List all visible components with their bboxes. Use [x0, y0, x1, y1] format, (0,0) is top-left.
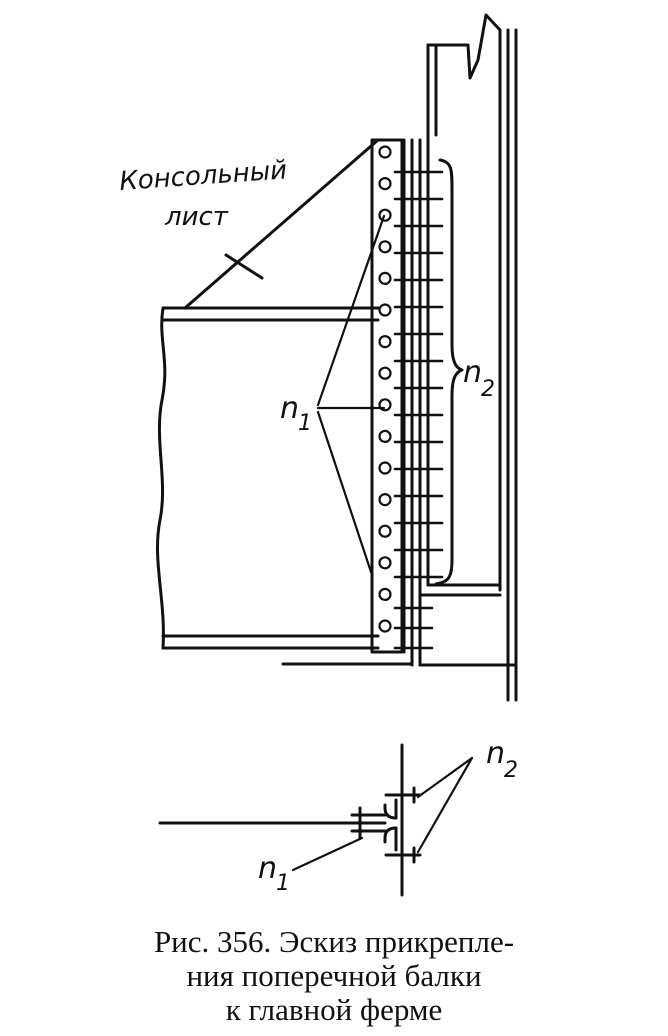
n2-label: n: [463, 355, 482, 390]
rivet-n1: [378, 208, 392, 222]
rivet-n1: [378, 240, 392, 254]
n2-label-sub: 2: [481, 377, 495, 402]
plan-view-leaders: [291, 756, 474, 872]
caption-line-1: Рис. 356. Эскиз прикрепле-: [153, 924, 515, 959]
rivet-n1: [378, 429, 392, 443]
transverse-beam: [156, 306, 414, 666]
rivets-n1: [378, 145, 392, 633]
n1-label-sub: 1: [298, 411, 312, 436]
caption-line-2: ния поперечной балки: [186, 958, 482, 993]
rivet-n1: [378, 619, 392, 633]
rivet-n1: [378, 556, 392, 570]
rivet-n1: [378, 524, 392, 538]
rivet-n1: [378, 461, 392, 475]
rivet-n1: [378, 145, 392, 159]
rivets-n2: [393, 170, 444, 650]
caption-line-3: к главной ферме: [225, 992, 443, 1027]
n2-brace: [434, 158, 464, 586]
plan-n2-label: n: [486, 736, 505, 771]
plan-n2-label-sub: 2: [504, 758, 518, 783]
n1-label: n: [280, 391, 299, 426]
rivet-n1: [378, 587, 392, 602]
rivet-n1: [378, 271, 392, 285]
plan-n1-label-sub: 1: [276, 871, 290, 896]
console-plate-label-line1: Консольный: [118, 155, 288, 197]
console-plate: [183, 138, 380, 310]
plan-n1-label: n: [258, 851, 277, 886]
figure-caption: Рис. 356. Эскиз прикрепле- ния поперечно…: [0, 925, 668, 1027]
rivet-n1: [378, 177, 392, 191]
n1-leaders: [316, 214, 386, 577]
rivet-n1: [378, 366, 392, 380]
rivet-n1: [378, 303, 392, 317]
rivet-n1: [378, 493, 392, 507]
plan-view: [158, 743, 422, 897]
rivet-n1: [378, 335, 392, 349]
console-plate-label-line2: лист: [164, 202, 229, 232]
